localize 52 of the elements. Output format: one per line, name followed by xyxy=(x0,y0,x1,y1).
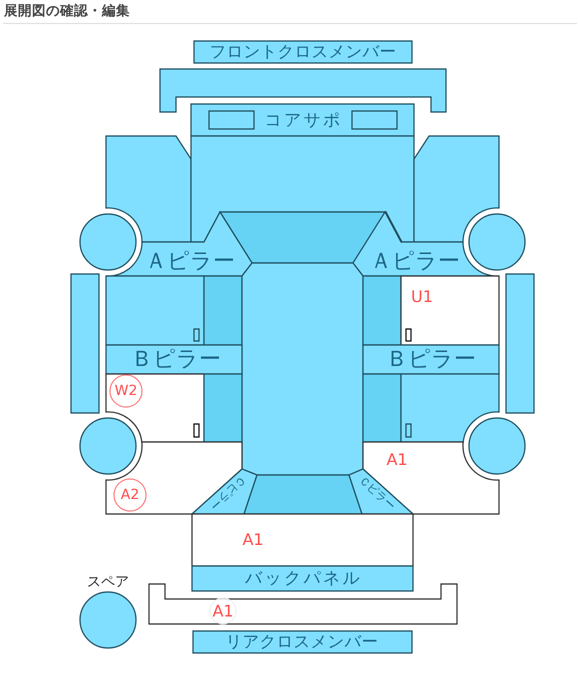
trunk-lid xyxy=(191,513,414,567)
bumper xyxy=(159,68,447,113)
part-label: Ｃピラー xyxy=(356,474,398,512)
door-frame xyxy=(203,275,243,346)
door xyxy=(400,275,500,346)
roof xyxy=(241,262,364,476)
part-label: コアサポ xyxy=(263,112,342,130)
side-sill xyxy=(70,273,100,414)
damage-marker xyxy=(109,374,143,408)
damage-code: A2 xyxy=(120,488,140,502)
cross-member xyxy=(192,630,413,654)
door xyxy=(400,373,500,443)
door-frame xyxy=(203,373,243,443)
part-label: スペア xyxy=(87,575,129,589)
damage-code: A1 xyxy=(242,532,264,548)
damage-code: U1 xyxy=(411,289,433,305)
part-label: Ｂピラー xyxy=(386,349,476,371)
door-frame xyxy=(362,373,402,443)
pillar xyxy=(348,468,414,515)
door-handle xyxy=(405,328,412,342)
core-support xyxy=(190,103,415,137)
fender xyxy=(105,135,192,243)
part-label: Ｃピラー xyxy=(208,474,248,512)
door xyxy=(105,373,205,443)
back-panel xyxy=(191,565,414,592)
damage-code: A1 xyxy=(386,452,408,468)
wheel xyxy=(79,213,137,271)
wheel xyxy=(468,417,526,475)
quarter-panel xyxy=(362,441,500,515)
door-handle xyxy=(405,423,412,438)
headlight xyxy=(208,110,255,130)
fender xyxy=(413,135,500,243)
door-handle xyxy=(193,423,200,438)
cross-member xyxy=(193,40,413,64)
pillar xyxy=(105,344,243,375)
door-handle xyxy=(193,328,200,342)
page-title: 展開図の確認・編集 xyxy=(4,3,130,19)
part-label: Ａピラー xyxy=(370,251,460,273)
part-label: Ｂピラー xyxy=(131,349,221,371)
door xyxy=(105,275,205,346)
part-label: フロントクロスメンバー xyxy=(210,44,396,60)
headlight xyxy=(351,110,398,130)
part-label: リアクロスメンバー xyxy=(226,634,378,650)
part-label: Ａピラー xyxy=(145,251,235,273)
damage-marker xyxy=(113,478,147,512)
damage-code: W2 xyxy=(114,384,138,398)
wheel xyxy=(468,213,526,271)
wheel xyxy=(79,417,137,475)
side-sill xyxy=(505,273,535,414)
pillar xyxy=(362,344,500,375)
door-frame xyxy=(362,275,402,346)
part-label: バックパネル xyxy=(244,570,362,588)
